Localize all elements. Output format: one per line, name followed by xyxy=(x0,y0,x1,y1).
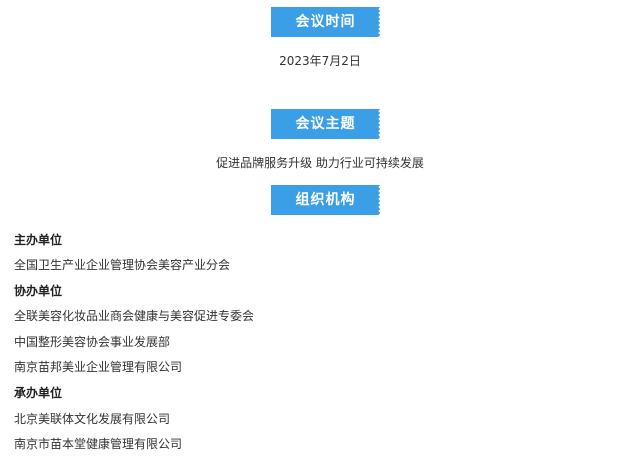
host-heading: 主办单位 xyxy=(14,233,63,247)
co-host-org-item: 南京苗邦美业企业管理有限公司 xyxy=(14,360,183,374)
host-org-item: 全国卫生产业企业管理协会美容产业分会 xyxy=(14,258,231,272)
undertaker-org-item: 南京市苗本堂健康管理有限公司 xyxy=(14,437,183,451)
meeting-theme-text: 促进品牌服务升级 助力行业可持续发展 xyxy=(216,156,424,170)
undertaker-heading: 承办单位 xyxy=(14,386,63,400)
co-host-heading: 协办单位 xyxy=(14,284,63,298)
undertaker-org-item: 北京美联体文化发展有限公司 xyxy=(14,412,171,426)
organization-badge: 组织机构 xyxy=(271,185,382,215)
co-host-org-item: 中国整形美容协会事业发展部 xyxy=(14,335,171,349)
meeting-theme-badge: 会议主题 xyxy=(271,109,382,139)
meeting-date: 2023年7月2日 xyxy=(279,54,361,68)
co-host-org-item: 全联美容化妆品业商会健康与美容促进专委会 xyxy=(14,309,255,323)
meeting-time-badge: 会议时间 xyxy=(271,7,382,37)
